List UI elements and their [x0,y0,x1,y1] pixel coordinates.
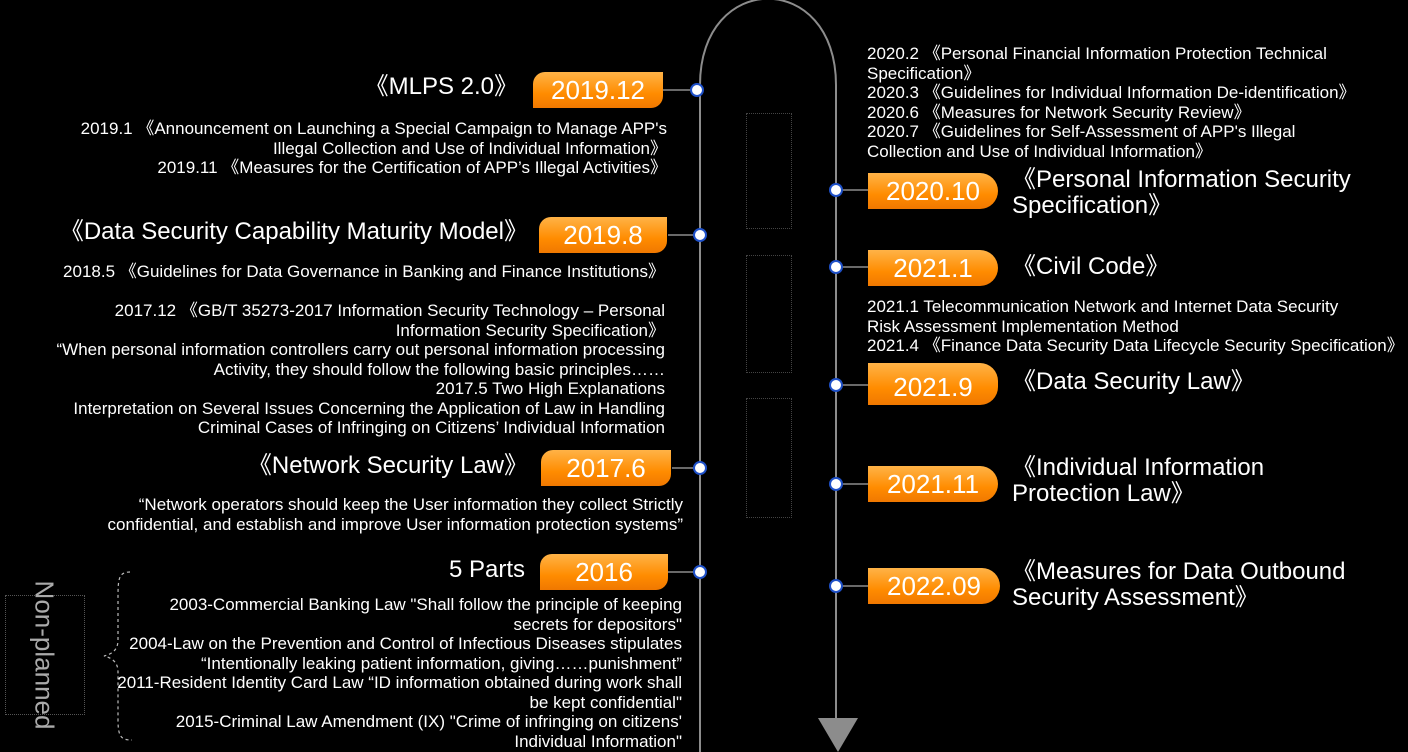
note-block-2020: 2020.2 《Personal Financial Information P… [867,44,1356,161]
timeline-arrow-icon [818,718,858,752]
note-line: “When personal information controllers c… [56,340,665,359]
note-line: Information Security Specification》 [395,320,665,340]
timeline-node [690,83,704,97]
note-block-2016: 2003-Commercial Banking Law "Shall follo… [117,595,682,751]
date-badge-2020-10: 2020.10 [868,173,998,209]
timeline-node [693,228,707,242]
law-title-mlps: 《MLPS 2.0》 [364,73,518,100]
note-line: 2021.4 《Finance Data Security Data Lifec… [867,336,1404,355]
brace-icon [103,571,133,741]
note-block-2017: 2017.12 《GB/T 35273-2017 Information Sec… [56,301,665,438]
date-badge-2021-11: 2021.11 [868,466,998,502]
note-line: be kept confidential" [529,692,682,712]
law-line: Security Assessment》 [1012,584,1259,611]
note-line: 2017.12 《GB/T 35273-2017 Information Sec… [114,301,665,320]
note-line: Illegal Collection and Use of Individual… [272,138,667,158]
date-badge-2022-09: 2022.09 [868,568,1000,604]
note-line: Criminal Cases of Infringing on Citizens… [197,418,665,437]
law-line: Specification》 [1012,192,1173,219]
note-line: “Network operators should keep the User … [138,495,683,514]
date-badge-2021-9: 2021.9 [868,363,998,405]
note-block-2021: 2021.1 Telecommunication Network and Int… [867,297,1404,356]
note-line: 2011-Resident Identity Card Law “ID info… [117,673,682,692]
law-line: Protection Law》 [1012,480,1195,507]
timeline-node [829,260,843,274]
law-title-civil-code: 《Civil Code》 [1012,253,1170,280]
note-block-2019: 2019.1 《Announcement on Launching a Spec… [81,119,667,178]
timeline-node [693,565,707,579]
law-line: 《Personal Information Security [1012,166,1351,193]
note-line: Collection and Use of Individual Informa… [867,141,1212,161]
note-line: 2020.7 《Guidelines for Self-Assessment o… [867,122,1296,141]
note-line: Specification》 [867,63,981,83]
date-badge-2019-12: 2019.12 [533,72,663,108]
date-badge-2019-8: 2019.8 [539,217,667,253]
note-line: confidential, and establish and improve … [107,514,683,534]
timeline-node [829,183,843,197]
date-badge-2017-6: 2017.6 [541,450,671,486]
law-line: 《Measures for Data Outbound [1012,558,1346,585]
note-line: “Intentionally leaking patient informati… [201,653,682,673]
note-line: Individual Information" [514,731,682,751]
date-badge-2016: 2016 [540,554,668,590]
note-line: 2019.11 《Measures for the Certification … [157,158,667,177]
note-line: 2019.1 《Announcement on Launching a Spec… [80,119,667,138]
non-planned-label: Non-planned [29,580,60,730]
timeline-node [829,477,843,491]
non-planned-box [5,595,85,715]
non-planned-label-wrap: Non-planned [7,581,82,730]
placeholder-box [746,398,792,518]
note-line: 2003-Commercial Banking Law "Shall follo… [169,595,682,614]
law-title-dscmm: 《Data Security Capability Maturity Model… [59,218,528,245]
note-line: Activity, they should follow the followi… [213,359,665,379]
timeline-node [693,461,707,475]
placeholder-box [746,113,792,229]
note-line: Interpretation on Several Issues Concern… [73,398,665,418]
note-line: 2020.2 《Personal Financial Information P… [867,44,1327,63]
law-title-data-security: 《Data Security Law》 [1012,368,1255,395]
timeline-curve [699,0,837,752]
timeline-node [829,378,843,392]
timeline-node [829,579,843,593]
note-line: 2018.5 《Guidelines for Data Governance i… [63,262,665,281]
law-line: 《Individual Information [1012,454,1265,481]
note-line: 2015-Criminal Law Amendment (IX) "Crime … [175,712,682,731]
date-badge-2021-1: 2021.1 [868,250,998,286]
law-title-network-security: 《Network Security Law》 [247,452,528,479]
note-line: 2004-Law on the Prevention and Control o… [129,634,682,653]
note-line: Risk Assessment Implementation Method [867,316,1179,336]
note-line: 2020.6 《Measures for Network Security Re… [867,102,1251,122]
note-line: 2017.5 Two High Explanations [435,379,665,398]
note-line: secrets for depositors" [513,614,682,634]
note-line: 2020.3 《Guidelines for Individual Inform… [867,83,1356,102]
law-title-5-parts: 5 Parts [448,556,525,583]
law-title-data-outbound: 《Measures for Data Outbound Security Ass… [1012,559,1346,611]
law-title-pis-spec: 《Personal Information Security Specifica… [1012,167,1351,219]
placeholder-box [746,255,792,373]
law-title-pipl: 《Individual Information Protection Law》 [1012,455,1264,507]
note-line: 2021.1 Telecommunication Network and Int… [867,297,1339,316]
note-block-2017-6: “Network operators should keep the User … [108,495,683,534]
